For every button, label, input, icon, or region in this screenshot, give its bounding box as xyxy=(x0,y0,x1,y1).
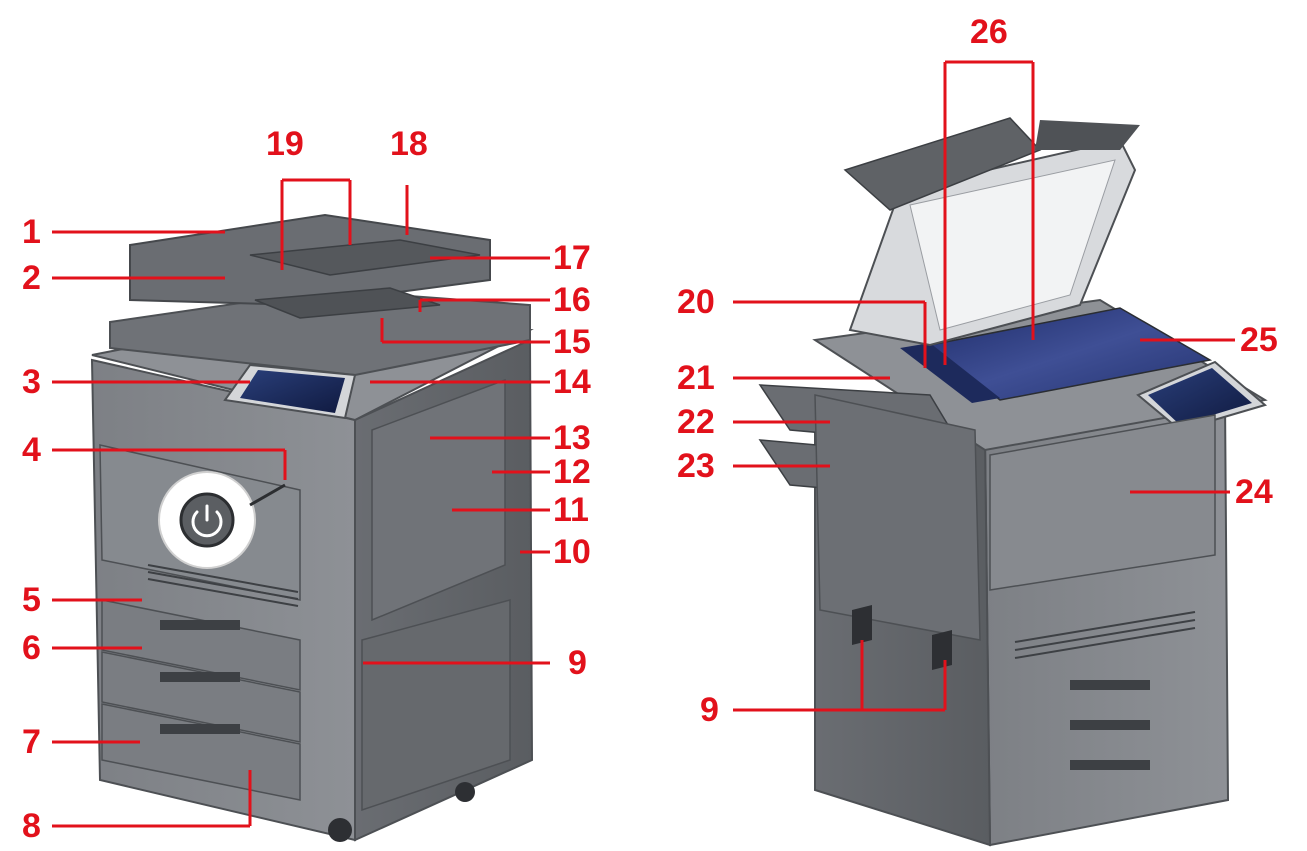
callout-13: 13 xyxy=(553,419,591,457)
left-casters xyxy=(328,782,475,842)
callout-12: 12 xyxy=(553,453,591,491)
callout-22: 22 xyxy=(677,403,715,441)
right-finisher-body xyxy=(814,394,981,641)
callout-1: 1 xyxy=(22,213,41,251)
left-machine xyxy=(90,213,534,842)
callout-21: 21 xyxy=(677,359,715,397)
left-output-tray xyxy=(254,287,441,319)
left-right-cover xyxy=(371,378,506,622)
callout-17: 17 xyxy=(553,239,591,277)
callout-3: 3 xyxy=(22,363,41,401)
callout-10: 10 xyxy=(553,533,591,571)
callout-18: 18 xyxy=(390,125,428,163)
callout-20: 20 xyxy=(677,283,715,321)
callout-8: 8 xyxy=(22,807,41,845)
left-touch-screen xyxy=(240,370,345,413)
callout-11: 11 xyxy=(553,491,589,529)
callout-14: 14 xyxy=(553,363,591,401)
callout-4: 4 xyxy=(22,431,41,469)
callout-7: 7 xyxy=(22,723,41,761)
callout-23: 23 xyxy=(677,447,715,485)
left-cassette-handles xyxy=(160,620,240,734)
callout-16: 16 xyxy=(553,281,591,319)
right-dp-feeder-tray xyxy=(1035,120,1140,150)
right-touch-screen xyxy=(1148,368,1252,425)
callout-19: 19 xyxy=(266,125,304,163)
callout-5: 5 xyxy=(22,581,41,619)
left-side-lower-door xyxy=(361,599,511,812)
right-machine xyxy=(758,117,1268,847)
callout-25: 25 xyxy=(1240,321,1278,359)
callout-6: 6 xyxy=(22,629,41,667)
callout-9: 9 xyxy=(568,644,587,682)
left-vent xyxy=(147,564,299,607)
callout-26: 26 xyxy=(970,13,1008,51)
callout-15: 15 xyxy=(553,323,591,361)
right-dp-lid-underside xyxy=(909,159,1116,331)
right-front-cover xyxy=(989,414,1216,591)
right-cassette-handles xyxy=(1070,680,1150,770)
callout-9-right: 9 xyxy=(700,691,719,729)
callout-24: 24 xyxy=(1235,473,1273,511)
leader-lines xyxy=(52,60,1235,828)
callout-2: 2 xyxy=(22,259,41,297)
right-handles xyxy=(852,605,952,670)
right-vent xyxy=(1014,611,1196,659)
